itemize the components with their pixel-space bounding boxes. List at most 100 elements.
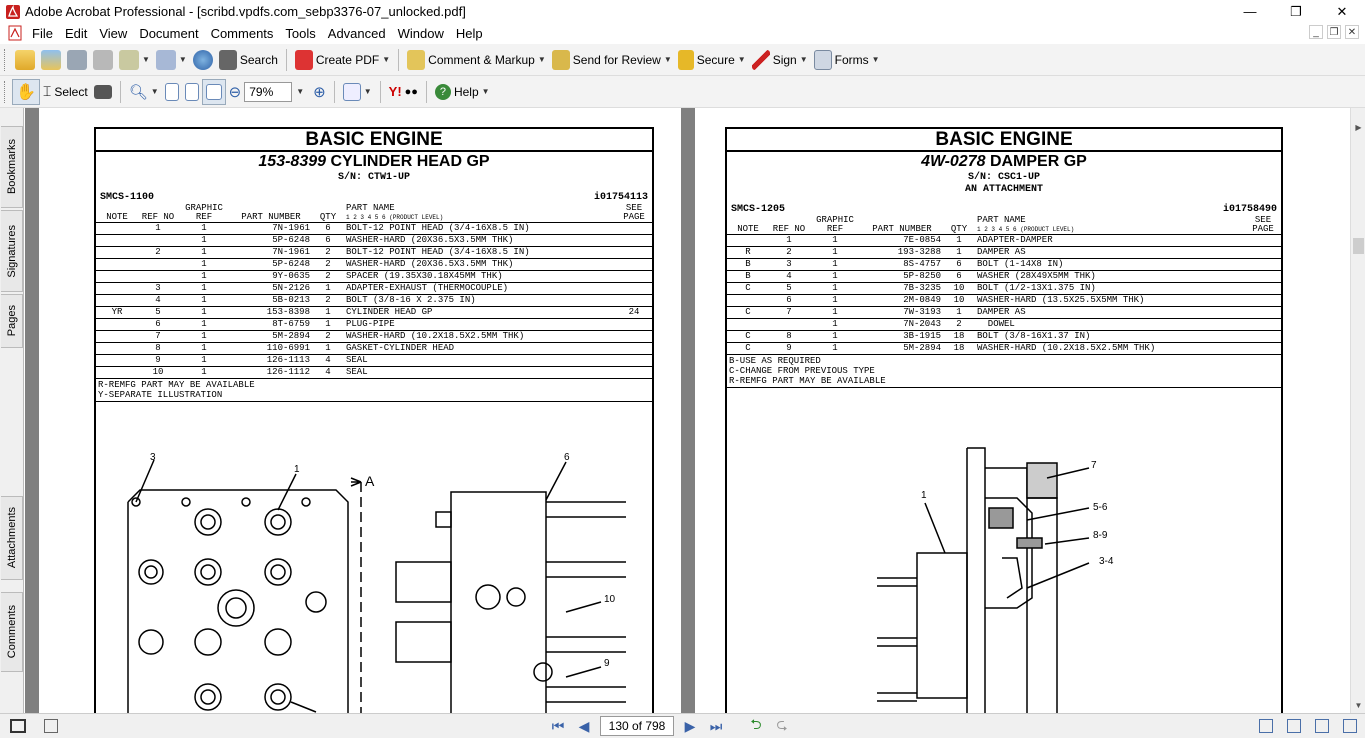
menu-advanced[interactable]: Advanced (327, 25, 386, 41)
email-button[interactable]: ▼ (116, 47, 153, 73)
menu-file[interactable]: File (32, 25, 53, 41)
note-line: Y-SEPARATE ILLUSTRATION (98, 390, 223, 400)
tab-signatures[interactable]: Signatures (1, 210, 23, 292)
note-line: B-USE AS REQUIRED (729, 356, 821, 366)
create-pdf-button[interactable]: Create PDF▼ (292, 47, 393, 73)
assembly-title: 4W-0278 DAMPER GP (727, 152, 1281, 172)
single-page-icon[interactable] (1259, 719, 1273, 733)
previous-page-button[interactable]: ◀ (578, 717, 590, 734)
cell-graphic: 1 (178, 282, 230, 295)
tab-bookmarks-label: Bookmarks (5, 139, 18, 195)
fit-page-button[interactable] (182, 79, 202, 105)
yahoo-search-button[interactable]: Y!●● (386, 79, 421, 105)
pdf-page-right: BASIC ENGINE 4W-0278 DAMPER GP S/N: CSC1… (695, 108, 1350, 713)
menu-edit[interactable]: Edit (64, 25, 88, 41)
cell-part-name: ADAPTER-EXHAUST (THERMOCOUPLE) (344, 282, 616, 295)
fit-width-button[interactable] (201, 78, 226, 105)
scroll-up-button[interactable]: ▶ (1355, 123, 1362, 132)
save-button[interactable] (64, 47, 90, 73)
cell-ref: 6 (769, 294, 809, 307)
toolbar-grip[interactable] (4, 48, 8, 71)
snapshot-button[interactable] (91, 79, 115, 105)
menu-document[interactable]: Document (139, 25, 199, 41)
select-tool-button[interactable]: ⌶Select (40, 79, 91, 105)
vertical-scrollbar[interactable]: ▶ ▼ (1350, 108, 1365, 713)
col-ref: REF NO (138, 204, 178, 223)
scroll-down-button[interactable]: ▼ (1354, 701, 1363, 710)
organizer-button[interactable] (38, 47, 64, 73)
web-search-button[interactable] (190, 47, 216, 73)
previous-view-button[interactable]: ⮌ (750, 716, 762, 732)
cell-note (96, 294, 138, 307)
menu-view[interactable]: View (99, 25, 128, 41)
minimize-button[interactable]: — (1243, 4, 1257, 19)
secure-button[interactable]: Secure▼ (675, 47, 749, 73)
cell-ref: 10 (138, 366, 178, 379)
doc-close-button[interactable]: ✕ (1345, 25, 1359, 39)
zoom-in-button[interactable]: ⊕ (310, 79, 329, 105)
document-view[interactable]: BASIC ENGINE 153-8399 CYLINDER HEAD GP S… (25, 108, 1350, 713)
cell-qty: 1 (943, 306, 975, 319)
col-part-name-label: PART NAME (977, 215, 1026, 225)
cell-part-number: 193-3288 (861, 246, 943, 259)
open-button[interactable] (12, 47, 38, 73)
cell-qty: 4 (312, 354, 344, 367)
menu-tools[interactable]: Tools (285, 25, 316, 41)
cell-see-page (1245, 270, 1281, 283)
attach-button[interactable]: ▼ (153, 47, 190, 73)
scrollbar-thumb[interactable] (1353, 238, 1364, 254)
status-bar: ⏮ ◀ 130 of 798 ▶ ⏭ ⮌ ⮎ (0, 713, 1365, 738)
zoom-level-input[interactable] (244, 81, 293, 102)
continuous-facing-icon[interactable] (1343, 719, 1357, 733)
callout-label: 8-9 (1093, 530, 1108, 541)
search-button[interactable]: Search (216, 47, 281, 73)
restore-button[interactable]: ❐ (1290, 3, 1302, 19)
cell-part-number: 8S-4757 (861, 258, 943, 271)
tab-pages[interactable]: Pages (1, 294, 23, 348)
zoom-out-button[interactable]: ⊖ (226, 79, 245, 105)
fit-page-icon (184, 82, 199, 101)
facing-icon[interactable] (1315, 719, 1329, 733)
send-review-button[interactable]: Send for Review▼ (549, 47, 675, 73)
menu-bar: File Edit View Document Comments Tools A… (0, 23, 1365, 43)
cell-part-name: DOWEL (975, 318, 1245, 331)
zoom-tool-button[interactable]: 🔍︎▼ (126, 79, 162, 105)
last-page-button[interactable]: ⏭ (709, 717, 723, 734)
callout-label: 9 (604, 658, 610, 669)
forms-button[interactable]: Forms▼ (811, 47, 883, 73)
help-button[interactable]: ?Help▼ (432, 79, 493, 105)
menu-comments[interactable]: Comments (210, 25, 274, 41)
panel-toggle-icon[interactable] (10, 719, 26, 733)
page-number-field[interactable]: 130 of 798 (600, 716, 674, 736)
pen-icon (751, 49, 770, 70)
next-page-button[interactable]: ▶ (684, 717, 696, 734)
cell-qty: 10 (943, 294, 975, 307)
hand-tool-button[interactable]: ✋ (12, 78, 40, 105)
sign-button[interactable]: Sign▼ (749, 47, 811, 73)
zoom-dropdown-chevron-icon[interactable]: ▼ (296, 87, 305, 96)
comment-markup-button[interactable]: Comment & Markup▼ (404, 47, 549, 73)
next-view-button[interactable]: ⮎ (776, 716, 788, 732)
page-size-icon[interactable] (44, 719, 58, 733)
assembly-title: 153-8399 CYLINDER HEAD GP (96, 152, 652, 172)
doc-minimize-button[interactable]: _ (1309, 25, 1323, 39)
chevron-down-icon: ▼ (537, 55, 546, 64)
menu-help[interactable]: Help (455, 25, 483, 41)
first-page-button[interactable]: ⏮ (551, 717, 565, 734)
tab-bookmarks[interactable]: Bookmarks (1, 126, 23, 208)
menu-window[interactable]: Window (397, 25, 444, 41)
document-icon[interactable] (8, 25, 22, 41)
actual-size-button[interactable] (162, 79, 182, 105)
print-button[interactable] (90, 47, 116, 73)
tab-comments[interactable]: Comments (1, 592, 23, 672)
doc-restore-button[interactable]: ❐ (1327, 25, 1341, 39)
rotate-button[interactable]: ▼ (340, 79, 375, 105)
secure-label: Secure (696, 52, 735, 67)
close-button[interactable]: ✕ (1336, 3, 1348, 19)
callout-label: 5-6 (1093, 502, 1108, 513)
continuous-icon[interactable] (1287, 719, 1301, 733)
note-line: R-REMFG PART MAY BE AVAILABLE (729, 376, 886, 386)
toolbar-grip[interactable] (4, 80, 8, 103)
tab-attachments[interactable]: Attachments (1, 496, 23, 580)
